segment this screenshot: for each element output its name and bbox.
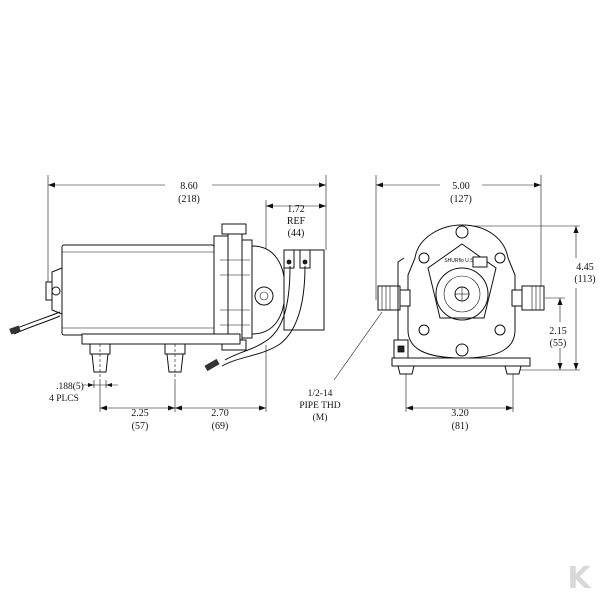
outlet-port-fitting [511,285,545,311]
spacing-b-mm: (69) [212,421,229,432]
motor-body [61,244,215,336]
ref-arrow-left [266,203,273,209]
front-base [391,357,531,367]
face-ring-outer [435,267,489,321]
height-arrow-bottom [573,363,579,370]
height-arrow-top [573,226,579,233]
spacing-a-in: 2.25 [131,408,149,419]
foot-left-body [91,353,109,373]
front-width-in: 5.00 [452,181,470,192]
outlet-port-body [521,285,545,311]
switch-terminal-b [299,249,311,269]
wire-terminal-right [204,358,220,372]
brand-label: SHURflo U.S.A. [444,258,479,264]
motor-bushing [51,286,61,296]
base-arrow-right [506,405,513,411]
inner-face [427,243,497,319]
boss-tl [418,252,430,264]
pipe-line-3: (M) [313,412,328,423]
foot-middle [164,343,186,380]
switch-screw-b [302,259,308,265]
label-plate [472,256,488,268]
motor-wire-b [13,315,61,335]
front-arrow-left [376,182,383,188]
hole-arrow-a [88,383,94,387]
base-width-in: 3.20 [451,408,469,419]
spacing-b-in: 2.70 [211,408,229,419]
arrow-left [48,182,55,188]
port-arrow-top [557,298,563,305]
spacing-a-mm: (57) [132,421,149,432]
front-foot-left [397,365,415,375]
inlet-port-body [377,285,401,311]
overall-length-in: 8.60 [180,181,198,192]
switch-terminal-a [283,249,295,269]
spacing-arrow-3 [175,405,182,411]
boss-br [494,324,506,336]
ref-mm: (44) [288,228,305,239]
inlet-port-fitting [377,285,411,311]
base-bracket [81,333,241,345]
hole-size: .188(5) [56,381,84,392]
port-fitting-side [254,286,274,306]
logo-bg [566,564,592,590]
spacing-arrow-1 [100,405,107,411]
ref-label: REF [287,216,306,227]
wire-connector-pin [397,345,405,353]
pump-flange-3 [241,239,253,339]
pipe-line-1: 1/2-14 [308,389,333,399]
overall-length-mm: (218) [178,194,200,205]
side-view: 8.60 (218) 1.72 REF (44) [9,175,327,432]
foot-middle-body [166,353,184,373]
port-arrow-bottom [557,363,563,370]
hole-arrow-b [106,383,112,387]
port-height-in: 2.15 [549,326,567,337]
foot-left [89,343,111,380]
inlet-port-collar [399,289,411,307]
corner-logo: K [566,561,592,596]
flange-top-tab [221,223,247,235]
arrow-right [319,182,326,188]
switch-wire-b [221,265,306,367]
wire-terminal-left [9,325,21,335]
boss-bl [418,324,430,336]
pipe-line-2: PIPE THD [299,401,340,411]
base-arrow-left [406,405,413,411]
bottom-boss [455,343,469,357]
top-boss [455,225,469,239]
pipe-leader [333,311,383,381]
outlet-port-collar [511,289,523,307]
hole-count: 4 PLCS [49,394,79,404]
base-width-mm: (81) [452,421,469,432]
motor-nub [45,281,53,301]
logo-glyph: K [567,561,592,596]
port-height-mm: (55) [550,338,567,349]
pump-flange-2 [227,227,243,347]
front-view: 5.00 (127) 4.45 (113) 2.15 (55) [299,175,596,432]
pump-flange-1 [213,235,229,343]
ref-arrow-right [319,203,326,209]
switch-screw-a [286,259,292,265]
front-foot-right [504,365,522,375]
spacing-arrow-2 [168,405,175,411]
ref-in: 1.72 [287,204,305,215]
front-height-mm: (113) [574,274,595,285]
front-height-in: 4.45 [576,262,594,273]
switch-wire-a [224,265,291,361]
face-ring-inner [443,275,481,313]
front-width-mm: (127) [450,194,472,205]
boss-tr [494,252,506,264]
port-fitting-side-inner [259,291,269,301]
front-arrow-right [534,182,541,188]
spacing-arrow-4 [259,405,266,411]
